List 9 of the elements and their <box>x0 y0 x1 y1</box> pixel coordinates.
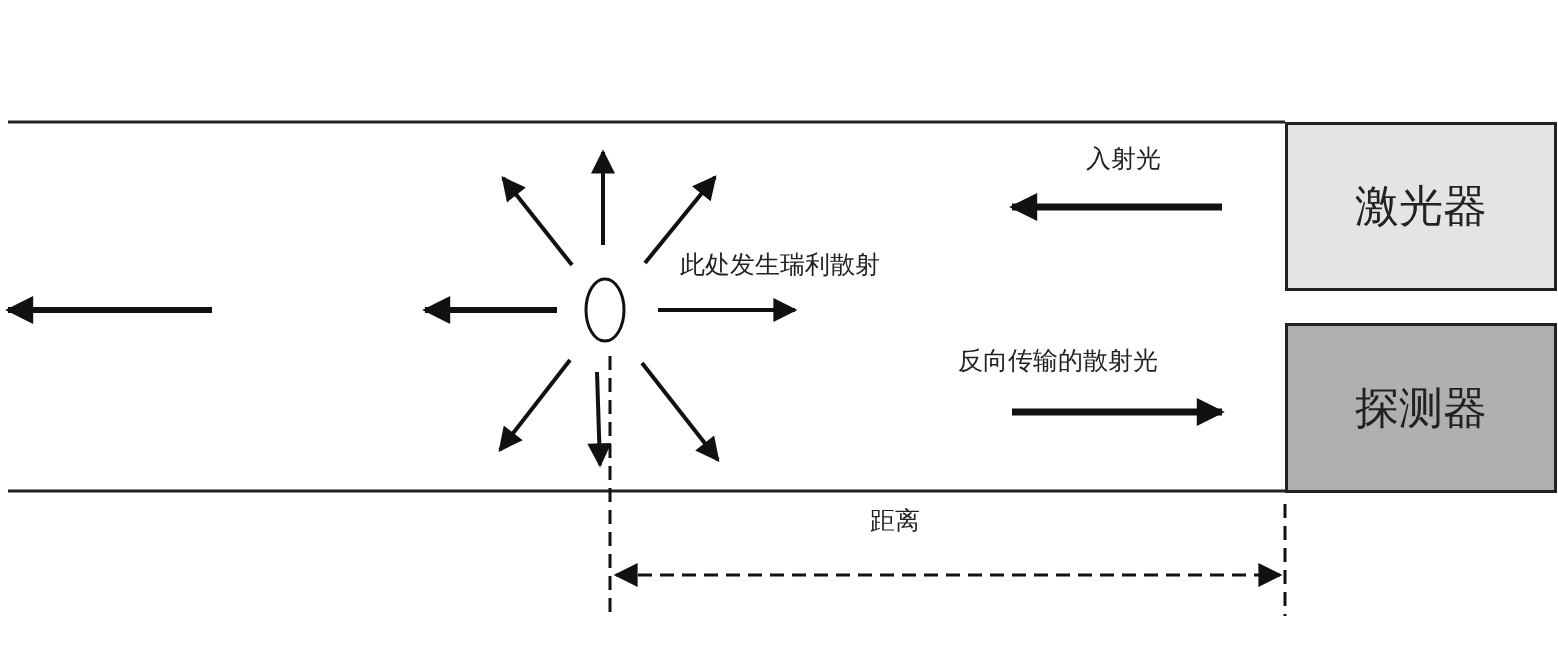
annotation-text: 反向传输的散射光 <box>958 346 1158 376</box>
device-box <box>1285 122 1557 291</box>
annotation-text: 此处发生瑞利散射 <box>680 250 880 280</box>
device-label: 探测器 <box>1355 380 1487 435</box>
annotation-text: 入射光 <box>1086 144 1161 174</box>
device-label: 激光器 <box>1355 179 1487 233</box>
annotation-text: 距离 <box>870 506 920 536</box>
device-box <box>1285 323 1557 493</box>
scattering-particle <box>584 277 626 343</box>
